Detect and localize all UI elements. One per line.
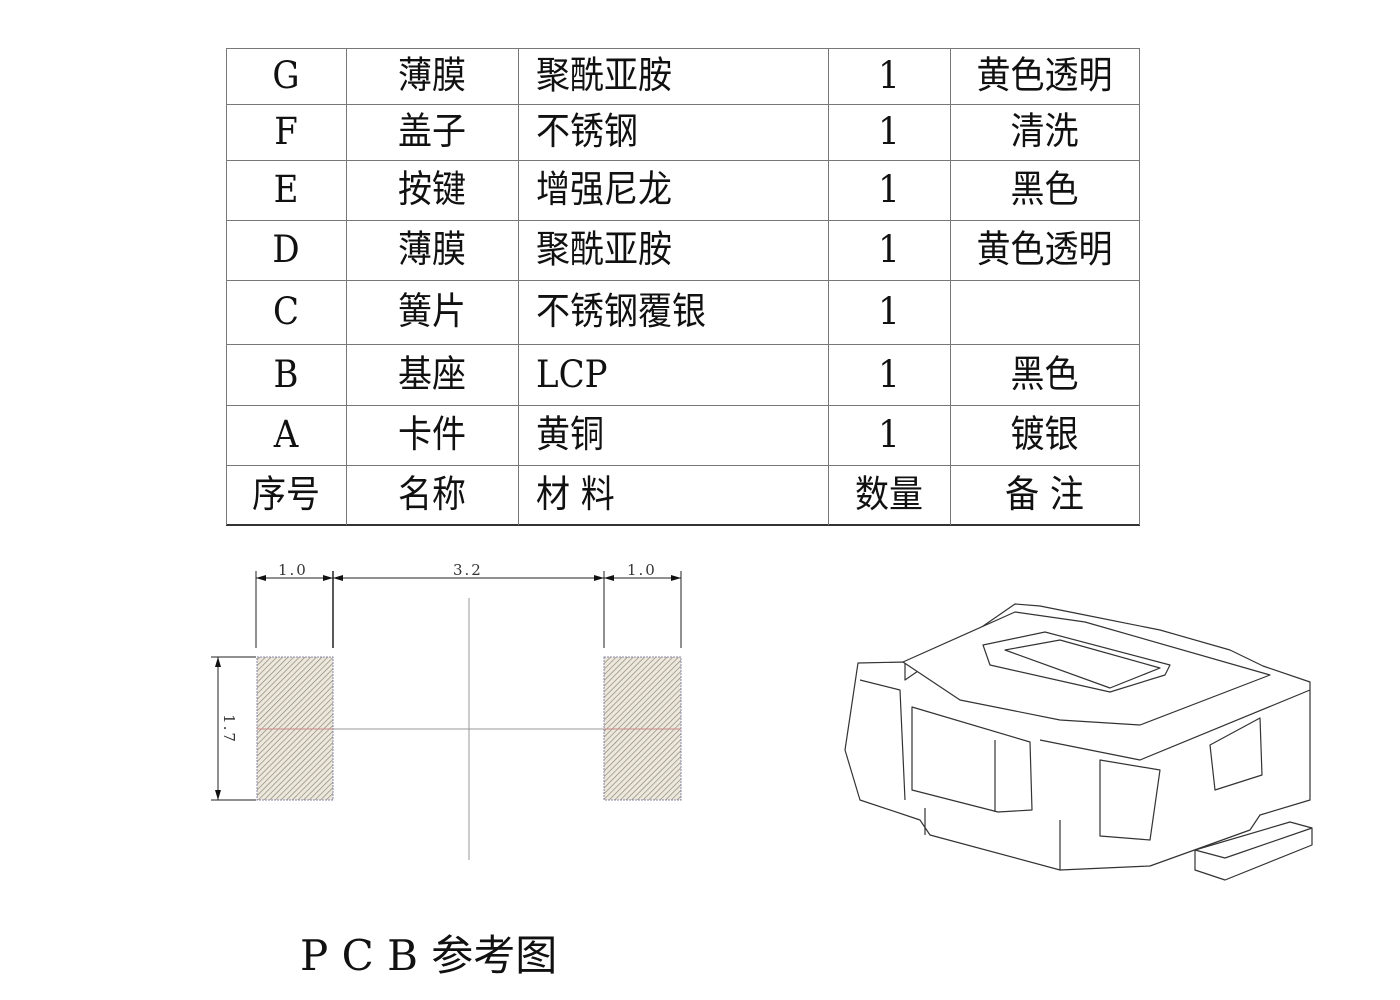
table-cell-remark: 黄色透明 [976, 54, 1113, 98]
table-cell-name: 薄膜 [398, 228, 466, 272]
table-cell-remark: 清洗 [1010, 110, 1079, 154]
dim-label-pad-height: 1.7 [219, 714, 238, 744]
table-cell-material: 黄铜 [536, 413, 604, 457]
table-cell-name: 簧片 [398, 290, 466, 334]
table-cell-name: 卡件 [398, 413, 466, 457]
table-cell-no: F [274, 110, 298, 154]
table-header-cell: 序号 [252, 472, 320, 517]
dim-label-pad-gap: 3.2 [453, 561, 483, 579]
table-cell-qty: 1 [878, 54, 900, 98]
table-cell-material: 不锈钢 [536, 110, 638, 154]
table-cell-name: 盖子 [398, 110, 466, 154]
table-cell-no: C [272, 290, 299, 334]
switch-3d-view [844, 603, 1313, 881]
table-cell-no: D [272, 228, 300, 272]
dim-label-pad-width-left: 1.0 [278, 561, 308, 579]
table-cell-name: 基座 [398, 352, 466, 397]
table-header-cell: 材 料 [536, 472, 615, 517]
table-cell-no: E [273, 168, 299, 212]
table-header-cell: 数量 [855, 472, 923, 517]
table-cell-no: G [272, 54, 300, 98]
dimension-lines [211, 571, 682, 801]
table-cell-remark: 黑色 [1010, 352, 1079, 397]
table-cell-qty: 1 [878, 228, 900, 272]
table-cell-remark: 黑色 [1010, 168, 1079, 212]
table-cell-material: 不锈钢覆银 [536, 290, 706, 334]
dim-label-pad-width-right: 1.0 [627, 561, 657, 579]
table-cell-qty: 1 [878, 413, 900, 457]
table-cell-material: 增强尼龙 [536, 168, 672, 212]
table-header-cell: 备 注 [1005, 472, 1084, 517]
table-cell-qty: 1 [878, 168, 900, 212]
table-cell-qty: 1 [878, 352, 900, 397]
pcb-caption: P C B 参考图 [300, 931, 558, 980]
table-cell-name: 薄膜 [398, 54, 466, 98]
table-cell-no: A [273, 413, 299, 457]
center-lines [257, 598, 681, 860]
table-cell-name: 按键 [398, 168, 466, 212]
table-cell-qty: 1 [878, 110, 900, 154]
table-cell-material: 聚酰亚胺 [536, 228, 672, 272]
table-cell-remark: 黄色透明 [976, 228, 1113, 272]
table-cell-material: 聚酰亚胺 [536, 54, 672, 98]
table-cell-remark: 镀银 [1010, 413, 1079, 457]
table-header-cell: 名称 [398, 472, 466, 517]
table-cell-material: LCP [536, 352, 608, 397]
table-cell-qty: 1 [878, 290, 900, 334]
table-cell-no: B [273, 352, 299, 397]
